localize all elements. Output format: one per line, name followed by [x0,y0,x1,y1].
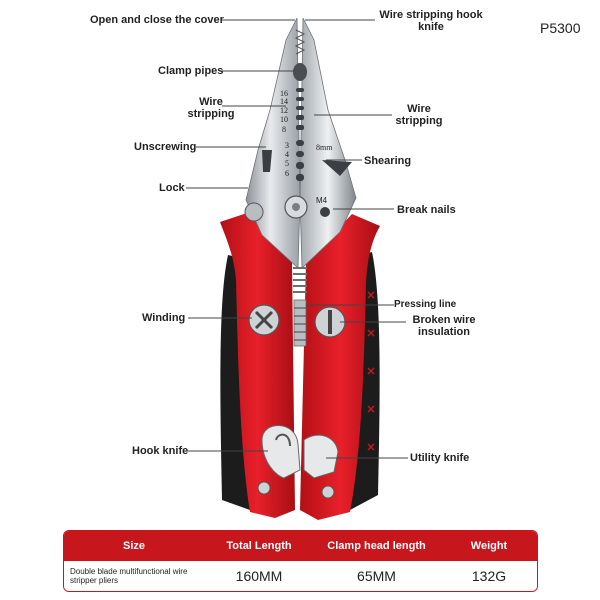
label-wire-stripping-hook-knife: Wire stripping hook knife [379,9,483,33]
model-number: P5300 [540,20,581,36]
hook-knife [261,425,301,479]
wire-stripper-pliers-illustration: 16 14 12 10 8 3 4 5 6 8mm M4 [186,17,408,520]
grip-pattern [367,291,375,451]
marking-m4: M4 [316,196,328,205]
shearing-notch [322,160,352,176]
label-open-close-cover: Open and close the cover [90,14,224,26]
label-wire-stripping-right: Wire stripping [395,103,443,127]
label-shearing: Shearing [364,155,412,167]
break-nails-hole [320,207,330,217]
label-lock: Lock [159,182,185,194]
label-pressing-line: Pressing line [394,299,457,310]
header-total-length: Total Length [226,540,292,552]
gauge-14: 14 [280,97,288,106]
spec-table: Size Total Length Clamp head length Weig… [63,530,538,592]
utility-knife-blade [303,434,339,479]
gauge-6: 6 [285,169,289,178]
spec-description: Double blade multifunctional wire stripp… [70,567,188,585]
marking-8mm: 8mm [316,143,333,152]
spec-table-row: Double blade multifunctional wire stripp… [64,561,537,591]
gauge-8: 8 [282,125,286,134]
gauge-5: 5 [285,159,289,168]
label-hook-knife: Hook knife [132,445,189,457]
gauge-4: 4 [285,150,289,159]
spec-weight: 132G [471,568,507,584]
serrated-jaw-teeth [294,29,306,55]
label-clamp-pipes: Clamp pipes [158,65,224,77]
spring [293,267,307,293]
gauge-12: 12 [280,106,288,115]
spec-clamp-head-length: 65MM [357,568,396,584]
spec-table-header: Size Total Length Clamp head length Weig… [64,531,537,561]
pressing-line-area [293,299,307,347]
rivet-left [257,481,271,495]
header-clamp-head-length: Clamp head length [327,540,426,552]
label-utility-knife: Utility knife [410,452,470,464]
unscrewing-slot [262,150,272,172]
callout-lines [186,19,408,459]
gauge-16: 16 [280,89,288,98]
header-size: Size [122,540,145,552]
stripping-holes [296,88,304,181]
label-winding: Winding [142,312,186,324]
label-wire-stripping-left: Wire stripping [187,96,235,120]
lock-knob [244,202,264,222]
gauge-10: 10 [280,115,288,124]
clamp-pipe-opening [293,63,307,81]
gauge-3: 3 [285,141,289,150]
right-jaw [299,17,357,269]
spec-total-length: 160MM [235,568,283,584]
label-break-nails: Break nails [397,204,456,216]
label-broken-wire-insulation: Broken wire insulation [412,314,476,338]
rivet-right [321,485,335,499]
label-unscrewing: Unscrewing [134,141,197,153]
header-weight: Weight [470,540,508,552]
